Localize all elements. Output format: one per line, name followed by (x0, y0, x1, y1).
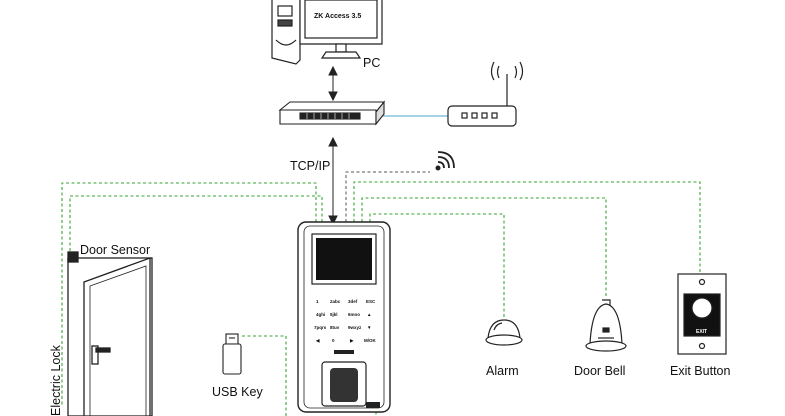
door-bell-icon (585, 299, 627, 352)
access-control-terminal: 1 2abc 3def ESC 4ghi 5jkl 6mno ▲ 7pqrs 8… (297, 221, 391, 413)
exit-button-label: Exit Button (670, 364, 730, 378)
electric-lock-label: Electric Lock (49, 344, 63, 416)
svg-text:9wxyz: 9wxyz (348, 325, 362, 330)
alarm-label: Alarm (486, 364, 519, 378)
wiring (61, 181, 701, 416)
svg-text:4ghi: 4ghi (316, 312, 325, 317)
fingerprint-sensor (321, 361, 367, 407)
door (67, 251, 153, 416)
svg-text:▶: ▶ (349, 338, 355, 343)
door-sensor-wire (69, 195, 323, 252)
exit-button-icon (677, 273, 727, 355)
svg-text:7pqrs: 7pqrs (314, 325, 327, 330)
tcpip-label: TCP/IP (290, 159, 330, 173)
svg-text:◀: ◀ (315, 338, 320, 343)
pc-label: PC (363, 56, 380, 70)
svg-text:2abc: 2abc (330, 299, 341, 304)
usb-key-icon (222, 333, 242, 375)
svg-text:6mno: 6mno (348, 312, 360, 317)
svg-text:8tuv: 8tuv (330, 325, 340, 330)
door-bell-wire (361, 197, 607, 298)
svg-text:ESC: ESC (366, 299, 376, 304)
alarm-wire (369, 213, 505, 320)
pc-tower (271, 0, 301, 65)
door-sensor-label: Door Sensor (80, 243, 150, 257)
svg-text:M/OK: M/OK (364, 338, 376, 343)
electric-lock-wire (61, 182, 317, 405)
svg-text:3def: 3def (348, 299, 358, 304)
alarm-icon (485, 319, 523, 346)
device-keypad: 1 2abc 3def ESC 4ghi 5jkl 6mno ▲ 7pqrs 8… (314, 299, 376, 343)
exit-button-wire (353, 181, 701, 272)
wifi-link (345, 171, 430, 222)
door-bell-label: Door Bell (574, 364, 625, 378)
tcpip-link (328, 65, 338, 226)
pc-monitor (299, 0, 383, 59)
wireless-router (447, 61, 524, 127)
svg-text:▼: ▼ (367, 325, 371, 330)
usb-key-label: USB Key (212, 385, 263, 399)
wifi-icon (435, 151, 455, 171)
usb-key-wire (240, 335, 287, 416)
software-label: ZK Access 3.5 (314, 13, 361, 20)
exit-button-text: EXIT (696, 329, 707, 335)
network-switch (278, 100, 386, 126)
svg-text:1: 1 (316, 299, 319, 304)
svg-text:0: 0 (332, 338, 335, 343)
pc: ZK Access 3.5 PC (271, 0, 383, 70)
svg-text:5jkl: 5jkl (330, 312, 338, 317)
door-handle (91, 345, 111, 365)
svg-text:▲: ▲ (367, 312, 371, 317)
